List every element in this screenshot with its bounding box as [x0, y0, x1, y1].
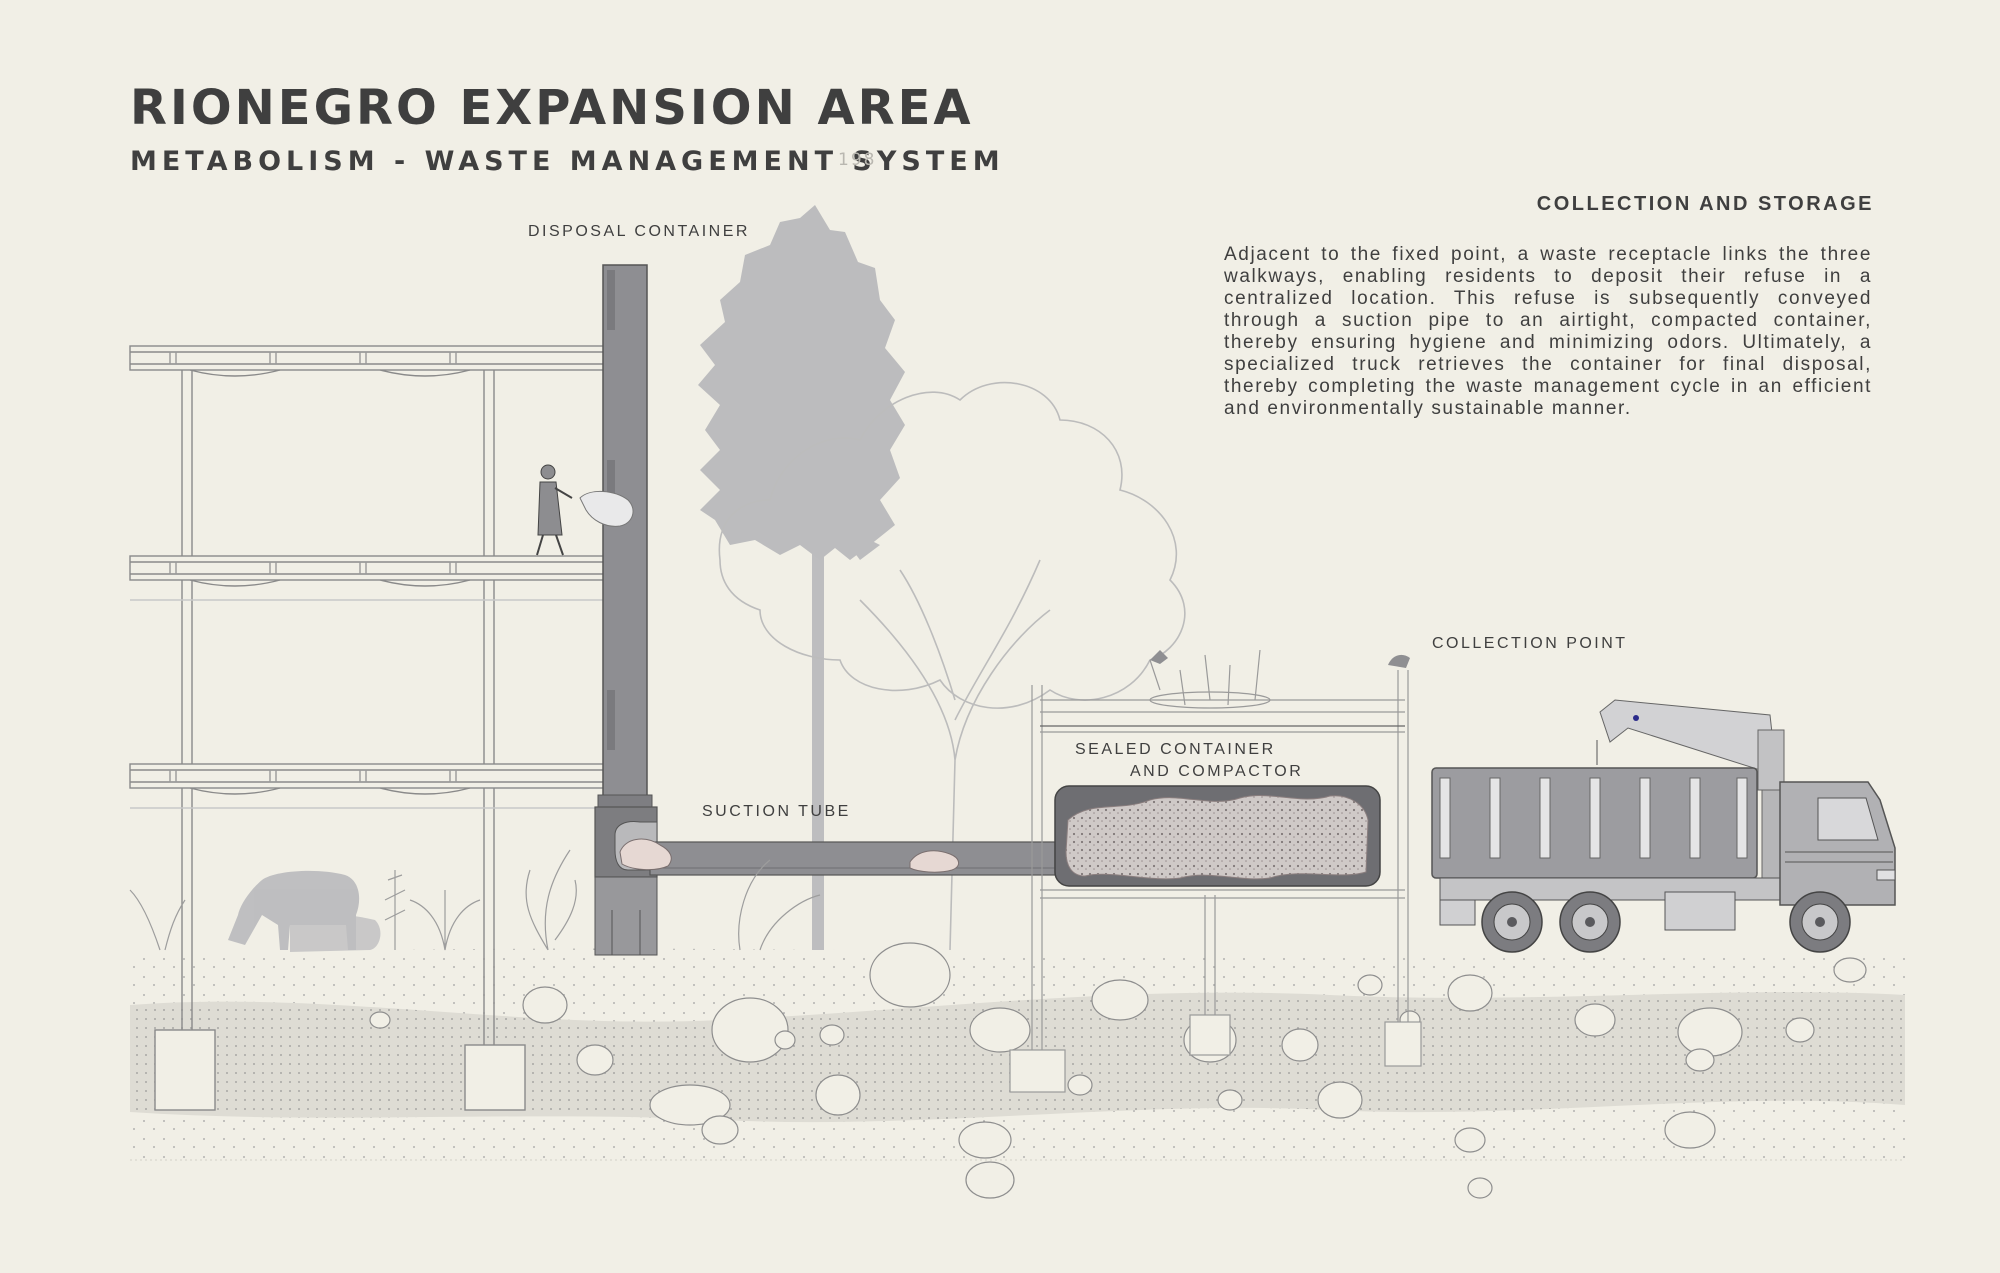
cow-icon — [228, 870, 381, 952]
building-section — [129, 345, 606, 1111]
waste-bag-icon — [579, 491, 634, 527]
plants — [129, 849, 821, 951]
page-subtitle: METABOLISM - WASTE MANAGEMENT SYSTEM — [130, 146, 1005, 177]
collection-truck-icon — [1431, 699, 1896, 953]
bird-icon — [1150, 650, 1410, 668]
compactor-container — [1009, 649, 1422, 1093]
pine-tree-icon — [698, 205, 905, 950]
description-paragraph: Adjacent to the fixed point, a waste rec… — [1224, 244, 1872, 419]
faint-number: 198 — [838, 150, 877, 170]
label-compactor: AND COMPACTOR — [1130, 763, 1304, 780]
label-disposal-container: DISPOSAL CONTAINER — [528, 223, 750, 240]
label-collection-point: COLLECTION POINT — [1432, 635, 1628, 652]
page-title: RIONEGRO EXPANSION AREA — [130, 80, 974, 136]
label-sealed-container: SEALED CONTAINER — [1075, 741, 1276, 758]
resident-figure-icon — [536, 464, 573, 556]
section-heading: COLLECTION AND STORAGE — [1536, 193, 1874, 215]
label-suction-tube: SUCTION TUBE — [702, 803, 851, 820]
suction-tube — [619, 838, 1056, 876]
broadleaf-tree-icon — [718, 381, 1186, 951]
